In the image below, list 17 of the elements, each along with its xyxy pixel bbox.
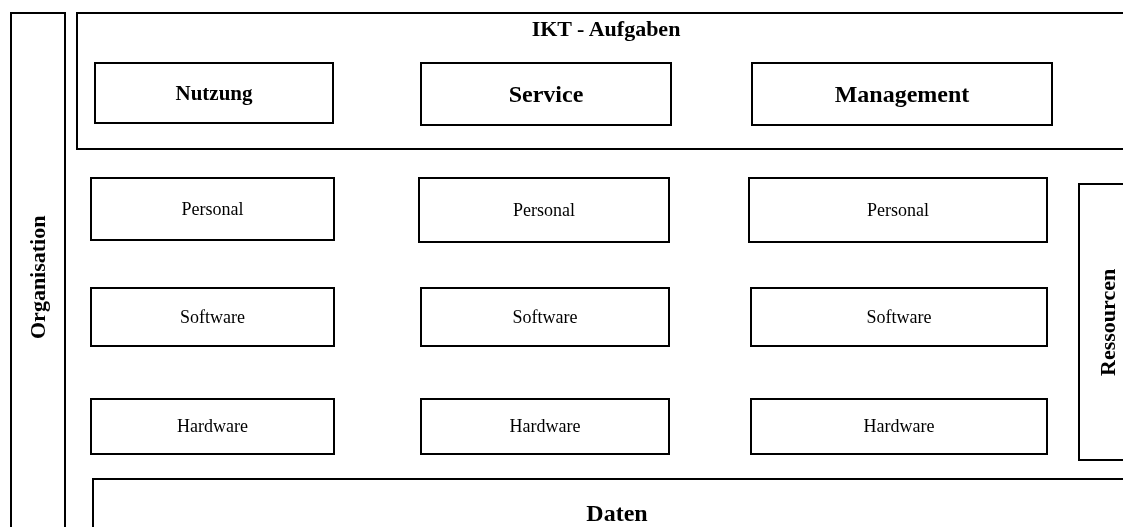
- resource-box: Software: [750, 287, 1048, 347]
- task-box: Service: [420, 62, 672, 126]
- resource-box: Software: [90, 287, 335, 347]
- vertical-band: Organisation: [10, 12, 66, 527]
- resource-box: Hardware: [750, 398, 1048, 455]
- resource-box: Hardware: [90, 398, 335, 455]
- group-box: [76, 12, 1123, 150]
- resource-box: Software: [420, 287, 670, 347]
- data-band: Daten: [92, 478, 1123, 527]
- task-box: Nutzung: [94, 62, 334, 124]
- group-title: IKT - Aufgaben: [531, 16, 681, 42]
- resource-box: Personal: [90, 177, 335, 241]
- resource-box: Personal: [418, 177, 670, 243]
- resource-box: Personal: [748, 177, 1048, 243]
- resource-box: Hardware: [420, 398, 670, 455]
- vertical-band: Ressourcen: [1078, 183, 1123, 461]
- task-box: Management: [751, 62, 1053, 126]
